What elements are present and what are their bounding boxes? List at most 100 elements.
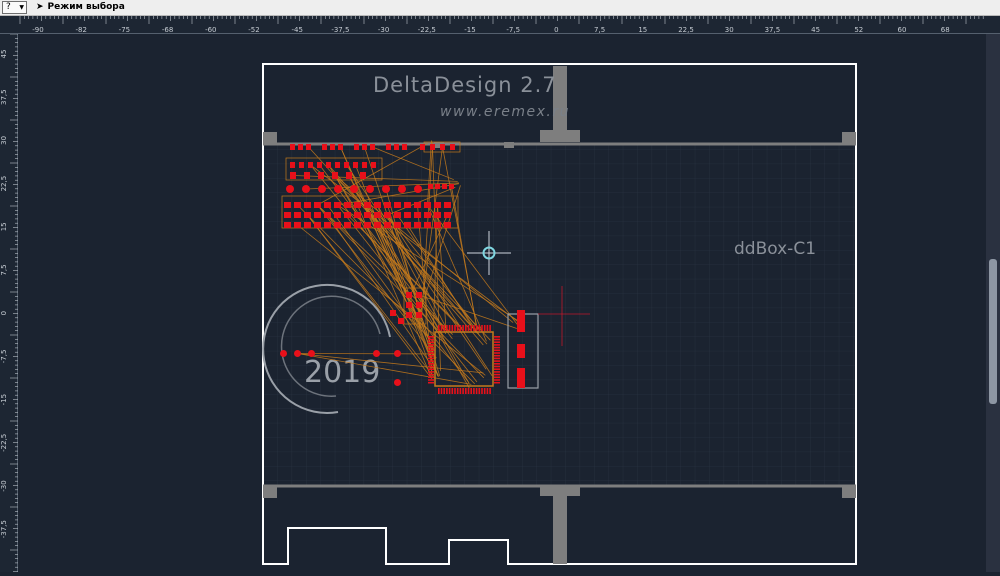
- pad: [434, 222, 441, 228]
- pad: [444, 212, 451, 218]
- pad: [394, 222, 401, 228]
- pad: [444, 222, 451, 228]
- pad: [424, 202, 431, 208]
- ruler-top-label: -15: [464, 26, 475, 34]
- ruler-left-label: 7,5: [0, 264, 8, 275]
- pad: [420, 144, 425, 150]
- pad: [362, 162, 367, 168]
- ruler-left-label: 22,5: [0, 176, 8, 192]
- vertical-scrollbar[interactable]: [986, 34, 1000, 572]
- pad: [402, 144, 407, 150]
- pad: [354, 202, 361, 208]
- ruler-top-label: -30: [378, 26, 389, 34]
- pad: [334, 222, 341, 228]
- pad: [314, 222, 321, 228]
- pad: [326, 162, 331, 168]
- horizontal-ruler-ticks: -90-82-75-68-60-52-45-37,5-30-22,5-15-7,…: [0, 16, 1000, 34]
- pad: [404, 202, 411, 208]
- pad: [364, 202, 371, 208]
- pcb-canvas[interactable]: DeltaDesign 2.7 www.eremex.ru ddBox-C1 2…: [18, 34, 986, 572]
- pad: [286, 185, 294, 193]
- ruler-top-label: -82: [75, 26, 86, 34]
- pad: [335, 162, 340, 168]
- pad: [444, 202, 451, 208]
- chevron-down-icon: ▼: [19, 2, 24, 13]
- selection-mode-indicator[interactable]: ➤Режим выбора: [36, 1, 125, 14]
- pad: [416, 302, 422, 308]
- bottom-mount-post: [263, 486, 856, 564]
- pad: [354, 144, 359, 150]
- pad: [284, 202, 291, 208]
- pcb-board-view[interactable]: DeltaDesign 2.7 www.eremex.ru ddBox-C1 2…: [18, 34, 986, 572]
- pad: [414, 212, 421, 218]
- pad: [373, 350, 380, 357]
- pad: [406, 302, 412, 308]
- ruler-top-label: 30: [725, 26, 734, 34]
- pad: [353, 162, 358, 168]
- pad: [334, 185, 342, 193]
- ruler-left-label: 45: [0, 50, 8, 59]
- pad: [424, 212, 431, 218]
- pad: [294, 350, 301, 357]
- pad: [318, 172, 324, 179]
- pad: [398, 318, 404, 324]
- pad: [354, 212, 361, 218]
- pad: [434, 212, 441, 218]
- pad: [324, 222, 331, 228]
- top-toolbar: ? ▼ ➤Режим выбора: [0, 0, 1000, 16]
- pad: [406, 312, 412, 318]
- pad: [299, 162, 304, 168]
- pad: [394, 379, 401, 386]
- ruler-left-label: -22,5: [0, 434, 8, 452]
- ruler-top-label: 45: [811, 26, 820, 34]
- ruler-top-label: 68: [941, 26, 950, 34]
- ruler-left-label: 37,5: [0, 89, 8, 105]
- pad: [294, 212, 301, 218]
- ruler-left-label: 30: [0, 136, 8, 145]
- pad: [308, 350, 315, 357]
- help-icon: ?: [6, 2, 11, 12]
- pad: [308, 162, 313, 168]
- pad: [414, 185, 422, 193]
- ruler-top-label: -60: [205, 26, 216, 34]
- pad: [428, 184, 433, 189]
- pad: [317, 162, 322, 168]
- pad: [290, 172, 296, 179]
- ruler-top-label: -90: [32, 26, 43, 34]
- pad: [332, 172, 338, 179]
- ruler-top-label: -22,5: [418, 26, 436, 34]
- pad: [442, 184, 447, 189]
- pad: [394, 350, 401, 357]
- pad: [360, 172, 366, 179]
- pad: [298, 144, 303, 150]
- pad: [394, 212, 401, 218]
- pad: [414, 222, 421, 228]
- pad: [404, 222, 411, 228]
- pad: [440, 144, 445, 150]
- ruler-left-label: 0: [0, 311, 8, 315]
- pad: [324, 202, 331, 208]
- help-dropdown-button[interactable]: ? ▼: [2, 1, 27, 14]
- pad: [294, 202, 301, 208]
- pad: [364, 212, 371, 218]
- pad: [334, 212, 341, 218]
- pad: [424, 222, 431, 228]
- horizontal-ruler: -90-82-75-68-60-52-45-37,5-30-22,5-15-7,…: [0, 16, 1000, 34]
- pad: [330, 144, 335, 150]
- ruler-top-label: 7,5: [594, 26, 605, 34]
- box-name-label: ddBox-C1: [734, 239, 816, 259]
- pad: [404, 212, 411, 218]
- pad: [450, 144, 455, 150]
- ruler-top-label: 15: [638, 26, 647, 34]
- pad: [382, 185, 390, 193]
- ruler-top-label: 22,5: [678, 26, 694, 34]
- pad: [290, 144, 295, 150]
- pad: [350, 185, 358, 193]
- pad: [322, 144, 327, 150]
- ruler-top-label: 0: [554, 26, 558, 34]
- scrollbar-thumb[interactable]: [989, 259, 997, 404]
- board-url: www.eremex.ru: [440, 104, 570, 120]
- pad: [384, 222, 391, 228]
- pad: [374, 202, 381, 208]
- pad: [318, 185, 326, 193]
